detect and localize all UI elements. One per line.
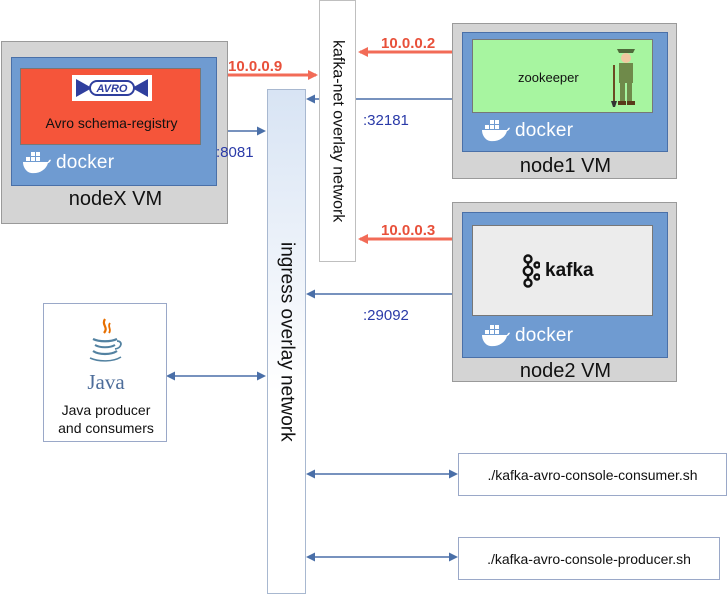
zookeeper-keeper-icon [611,49,635,107]
port-label-zookeeper: :32181 [363,112,409,129]
java-logo-text: Java [87,370,125,394]
node1-docker-logo: docker [481,119,573,143]
ingress-overlay-network: ingress overlay network [267,89,306,594]
java-coffee-cup-icon [89,318,122,362]
java-clients-box: Java Java producer and consumers [43,303,167,442]
kafka-label: kafka [545,260,594,281]
avro-schema-registry-box: AVRO Avro schema-registry [20,68,201,145]
docker-whale-icon [482,120,510,142]
kafka-icon [522,254,540,288]
docker-wordmark: docker [56,152,115,173]
java-clients-label-line2: and consumers [58,420,154,436]
java-clients-label-line1: Java producer [61,402,151,418]
node2-docker-logo: docker [481,324,573,348]
consumer-script-box: ./kafka-avro-console-consumer.sh [458,453,727,496]
kafka-net-overlay-network: kafka-net overlay network [319,0,356,262]
ip-label-node1: 10.0.0.2 [381,35,436,52]
port-label-kafka: :29092 [363,307,409,324]
zookeeper-label: zookeeper [518,70,579,85]
kafka-box: kafka [472,225,653,316]
nodex-docker-logo: docker [22,151,114,175]
ip-label-nodex: 10.0.0.9 [228,58,283,75]
nodex-vm: AVRO Avro schema-registry docker nodeX V… [1,41,228,224]
port-label-schema-registry: :8081 [216,144,254,161]
node1-vm-label: node1 VM [519,155,612,177]
docker-wordmark: docker [515,120,574,141]
zookeeper-box: zookeeper [472,39,653,113]
node2-vm: kafka docker node2 VM [452,202,677,382]
docker-wordmark: docker [515,325,574,346]
avro-logo: AVRO [72,75,152,101]
avro-service-label: Avro schema-registry [45,115,178,131]
node2-docker-host: kafka docker [462,212,668,358]
avro-logo-icon: AVRO [72,75,152,101]
producer-script-box: ./kafka-avro-console-producer.sh [458,537,720,580]
docker-whale-icon [482,325,510,347]
nodex-docker-host: AVRO Avro schema-registry docker [11,57,217,186]
nodex-vm-label: nodeX VM [68,188,163,210]
kafka-logo: kafka [522,254,594,288]
node2-vm-label: node2 VM [519,360,612,382]
node1-docker-host: zookeeper docker [462,32,668,152]
ip-label-node2: 10.0.0.3 [381,222,436,239]
node1-vm: zookeeper docker [452,23,677,179]
docker-whale-icon [23,152,51,174]
avro-logo-text: AVRO [96,83,128,95]
